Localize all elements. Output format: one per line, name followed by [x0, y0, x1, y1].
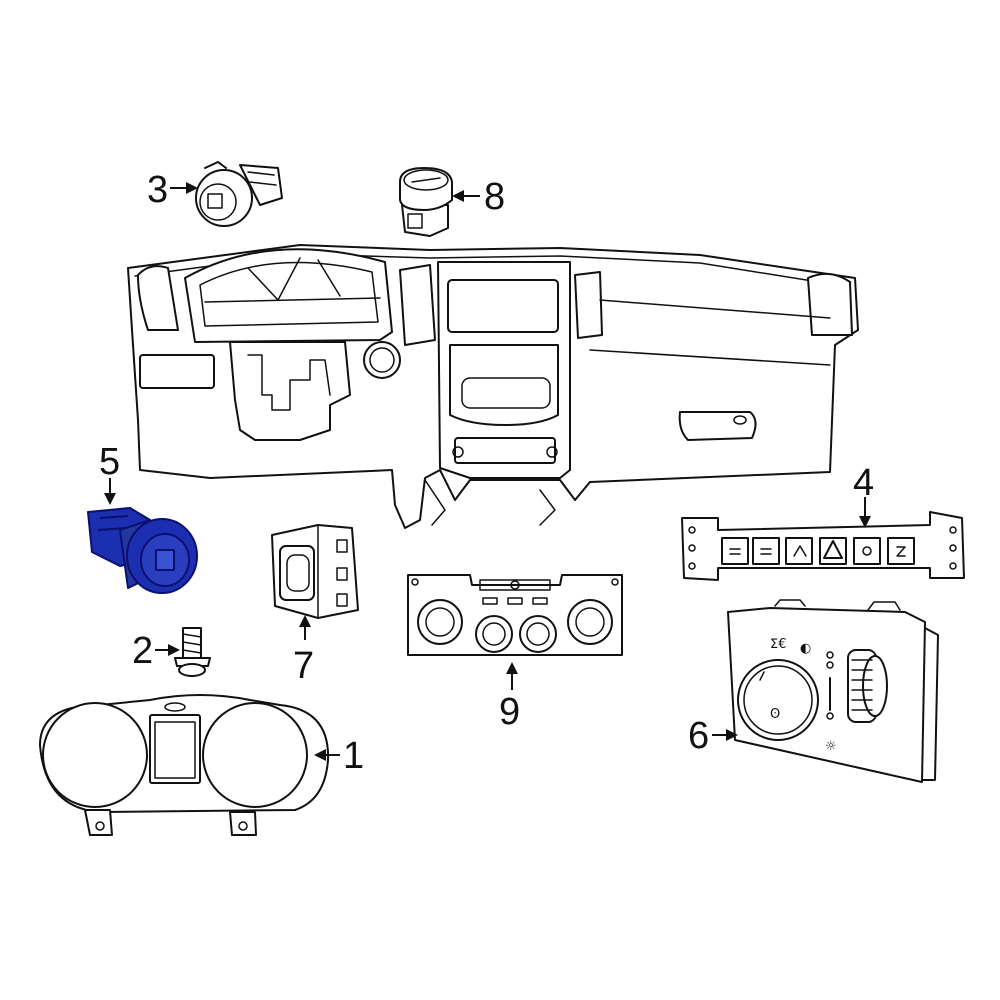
svg-text:ⵉ€: ⵉ€ — [770, 637, 787, 652]
rotary-switch-icon — [87, 507, 198, 594]
screw-icon — [174, 627, 211, 677]
headlamp-switch-icon: ⵉ€ ◐ ʘ ☼ — [727, 599, 939, 783]
instrument-cluster-icon — [39, 694, 330, 836]
instrument-panel-icon — [127, 244, 859, 529]
window-switch-icon — [271, 524, 359, 619]
callout-3: 3 — [147, 169, 168, 211]
callout-7: 7 — [293, 645, 314, 687]
climate-control-icon — [407, 574, 623, 656]
svg-text:☼: ☼ — [825, 739, 837, 754]
callout-4: 4 — [853, 462, 874, 504]
callout-8: 8 — [484, 176, 505, 218]
callout-1: 1 — [343, 735, 364, 777]
callout-9: 9 — [499, 691, 520, 733]
svg-text:◐: ◐ — [800, 641, 811, 656]
switch-buttons — [721, 537, 915, 565]
callout-arrows — [104, 182, 871, 761]
ignition-switch-icon — [195, 161, 283, 227]
callout-5: 5 — [99, 441, 120, 483]
callout-labels: 1 2 3 4 5 6 7 8 9 — [99, 169, 874, 777]
callout-2: 2 — [132, 630, 153, 672]
switch-panel-icon — [681, 511, 965, 581]
push-switch-icon — [399, 167, 453, 237]
svg-text:ʘ: ʘ — [770, 707, 780, 722]
callout-6: 6 — [688, 715, 709, 757]
